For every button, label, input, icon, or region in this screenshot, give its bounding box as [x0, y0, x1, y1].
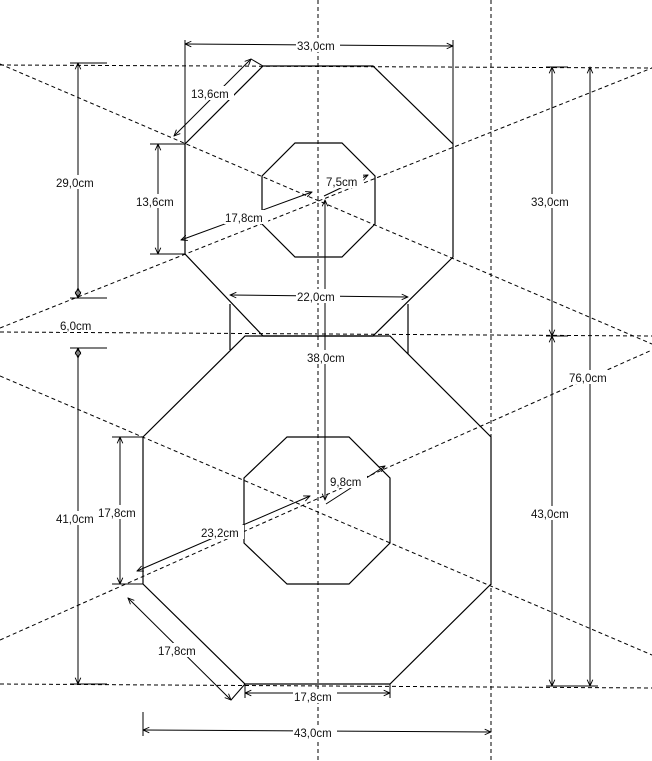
label-bottom-total-height: 41,0cm [56, 514, 94, 526]
label-bottom-left-side: 17,8cm [98, 508, 136, 520]
label-top-bevel-diagonal: 13,6cm [191, 89, 229, 101]
label-bottom-circumradius: 23,2cm [201, 528, 239, 540]
label-neck-gap: 6,0cm [60, 321, 91, 333]
label-right-top-height: 33,0cm [531, 197, 569, 209]
label-bottom-width: 43,0cm [294, 728, 332, 740]
dimension-lines [70, 40, 598, 736]
label-right-total-height: 76,0cm [569, 373, 607, 385]
label-center-distance: 38,0cm [307, 353, 345, 365]
label-top-circumradius: 17,8cm [225, 213, 263, 225]
dimension-labels: 33,0cm 13,6cm 13,6cm 29,0cm 7,5cm 17,8cm… [56, 41, 607, 740]
label-bottom-inner-radius: 9,8cm [330, 477, 361, 489]
label-top-total-height: 29,0cm [56, 178, 94, 190]
label-right-bottom-height: 43,0cm [531, 509, 569, 521]
label-top-left-side: 13,6cm [136, 197, 174, 209]
label-bottom-base: 17,8cm [294, 692, 332, 704]
outer-shape [142, 65, 492, 685]
label-neck-width: 22,0cm [297, 292, 335, 304]
label-top-inner-radius: 7,5cm [326, 177, 357, 189]
label-top-width: 33,0cm [297, 41, 335, 53]
bottom-octagon-outline [142, 335, 492, 685]
bottom-inner-octagon [243, 436, 391, 585]
label-bottom-bevel-diagonal: 17,8cm [158, 646, 196, 658]
